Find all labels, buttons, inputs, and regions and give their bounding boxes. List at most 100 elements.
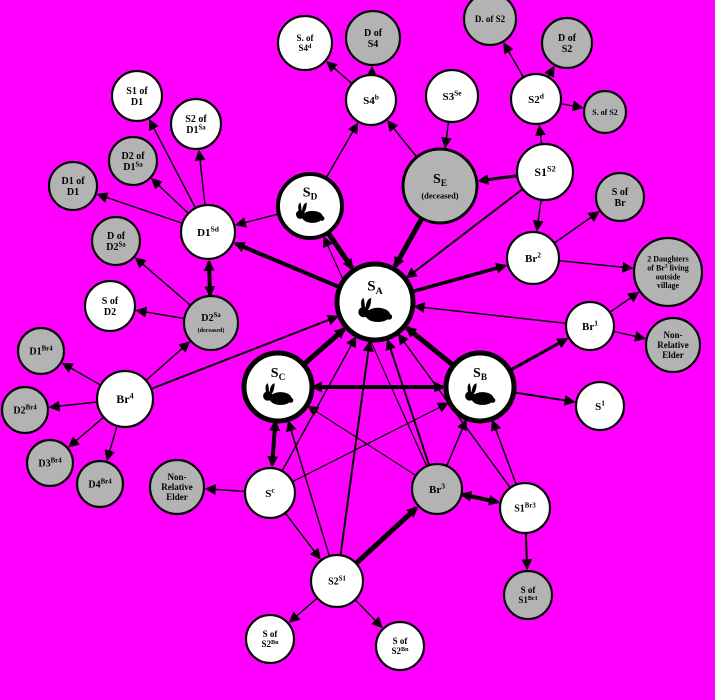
node-SC: SC	[241, 350, 315, 424]
node-circle	[574, 380, 626, 432]
node-br4: Br4	[95, 369, 155, 429]
edge-SC-sc-small	[267, 419, 281, 468]
rabbit-icon	[358, 297, 393, 323]
edge-br3-SD	[322, 235, 427, 466]
node-label: Br3	[429, 482, 445, 496]
edge-sc-small-s2s1	[285, 513, 321, 560]
node-circle	[594, 171, 646, 223]
node-circle	[243, 466, 297, 520]
node-circle	[564, 300, 616, 352]
edge-br3-SB	[446, 419, 468, 466]
edge-SB-s1-right	[514, 391, 576, 406]
edge-s2d-d-of-s2-top	[503, 42, 524, 77]
edge-d1sd-d1-of-d1	[96, 192, 182, 224]
node-circle	[632, 236, 704, 308]
node-s4b: S4b	[344, 73, 398, 127]
node-label: Sc	[265, 486, 275, 500]
node-label: SA	[367, 279, 383, 297]
edge-br1-SA	[413, 302, 566, 324]
node-circle	[498, 481, 552, 535]
edge-br4-d2br4	[48, 400, 97, 412]
edge-br4-d2sa	[146, 341, 191, 381]
edge-s2d-d-of-s2	[544, 65, 555, 78]
node-circle	[374, 620, 426, 672]
node-label: S2d	[528, 92, 545, 106]
node-SB: SB	[443, 350, 517, 424]
edge-br4-d4br4	[104, 426, 118, 462]
node-s2s1: S2S1	[309, 553, 365, 609]
edge-s1s2-br2	[532, 200, 544, 232]
edge-br2-s-of-br	[554, 211, 600, 244]
edge-br4-SA	[151, 314, 339, 390]
node-circle	[276, 172, 344, 240]
node-d1sd: D1Sd	[179, 203, 237, 261]
node-circle	[309, 553, 365, 609]
node-circle	[410, 462, 464, 516]
node-circle	[169, 97, 223, 151]
node-circle	[148, 458, 206, 516]
node-label: S2S1	[328, 576, 346, 588]
node-circle	[401, 147, 479, 225]
node-label: D1Br4	[29, 346, 53, 358]
node-d2sa: D2Sa(deceased)	[182, 294, 240, 352]
node-d1br4: D1Br4	[16, 326, 66, 376]
edge-br3-SC	[307, 405, 416, 476]
node-s-of-s2-r: S. of S2	[582, 89, 628, 135]
node-label: Br2	[525, 251, 541, 265]
node-d4br4: D4Br4	[75, 459, 125, 509]
node-s3se: S3Se	[424, 68, 480, 124]
node-circle	[540, 16, 594, 70]
node-label: Br1	[582, 319, 598, 333]
edge-s2s1-s-of-s2-b	[355, 599, 383, 629]
node-d2br4: D2Br4	[0, 385, 50, 435]
edge-br1-nre-right	[614, 330, 646, 342]
edge-s2s1-SC	[286, 420, 330, 556]
node-circle	[582, 89, 628, 135]
edge-sc-small-nre-left	[204, 484, 245, 495]
edge-sc-small-SA	[281, 336, 357, 471]
node-label: D2Sa(deceased)	[198, 312, 225, 334]
edge-d2sa-s-of-d2	[135, 306, 184, 320]
node-s1-right: S1	[574, 380, 626, 432]
node-circle	[241, 350, 315, 424]
edge-SD-s4b	[325, 122, 359, 178]
edge-sc-small-SB	[292, 402, 449, 482]
node-circle	[334, 261, 416, 343]
node-label: S. of S2	[592, 108, 618, 117]
rabbit-icon	[296, 202, 325, 223]
node-sc-small: Sc	[243, 466, 297, 520]
node-circle	[107, 135, 159, 187]
node-SE: SE(deceased)	[401, 147, 479, 225]
node-label: S3Se	[442, 89, 462, 103]
edge-br4-d1br4	[61, 362, 101, 386]
node-circle	[75, 459, 125, 509]
edge-s4b-s-of-s4d	[326, 61, 352, 84]
node-label: D3Br4	[38, 458, 62, 470]
edge-s2d-s-of-s2-r	[561, 100, 584, 112]
edge-br3-s1br3	[460, 490, 500, 506]
node-circle	[83, 279, 137, 333]
node-br2: Br2	[505, 230, 561, 286]
node-label: SD	[303, 185, 318, 201]
node-circle	[344, 73, 398, 127]
